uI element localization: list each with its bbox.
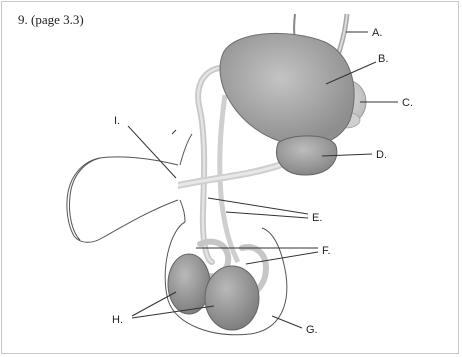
label-f: F. (322, 245, 331, 257)
leader-g (272, 316, 302, 328)
label-e: E. (312, 212, 322, 224)
label-d: D. (376, 149, 387, 161)
label-g: G. (306, 324, 318, 336)
testis-right (205, 266, 259, 330)
label-a: A. (372, 27, 382, 39)
label-b: B. (378, 53, 388, 65)
urinary-bladder (220, 33, 354, 146)
label-c: C. (402, 97, 413, 109)
leader-h2 (132, 306, 214, 318)
label-i: I. (114, 115, 120, 127)
penis (67, 157, 178, 242)
leader-f2 (246, 252, 318, 264)
testis-left (168, 254, 210, 314)
leader-e2 (226, 212, 308, 218)
leader-i-hook (172, 130, 176, 134)
label-h: H. (112, 314, 123, 326)
